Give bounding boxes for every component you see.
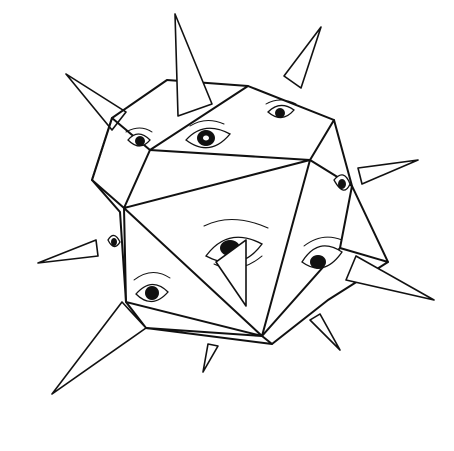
eye-left-upper [125, 127, 153, 147]
eye-left-small [107, 234, 121, 248]
edge-mid-band [91, 119, 335, 209]
edge-right-band [261, 159, 353, 337]
spike-center-eye [215, 239, 247, 307]
spike-top-right [283, 26, 322, 89]
eyes [107, 99, 351, 303]
spike-top-left [65, 73, 127, 131]
edge-right-lower [339, 247, 389, 263]
spikes-front [51, 13, 435, 395]
eye-top-right [265, 99, 297, 119]
spike-top-center [174, 13, 213, 117]
edge-bottom-rim [145, 327, 273, 345]
spike-right-lower [345, 255, 435, 301]
eye-top-center [185, 120, 232, 149]
spike-left [37, 239, 99, 264]
edge-front-top [149, 149, 311, 161]
eye-right-side [333, 174, 351, 191]
spike-bottom-right [309, 313, 341, 351]
edge-left-back [91, 117, 113, 181]
spike-bottom-center [202, 343, 219, 373]
spike-right [357, 159, 419, 185]
eye-right-lower [301, 236, 343, 269]
spike-bottom-left [51, 301, 147, 395]
spikes-back [37, 26, 419, 264]
icosahedron-body [91, 79, 389, 345]
edge-bottom-left [123, 207, 263, 337]
eye-bottom-left [133, 272, 171, 303]
edge-front-left [123, 149, 151, 209]
